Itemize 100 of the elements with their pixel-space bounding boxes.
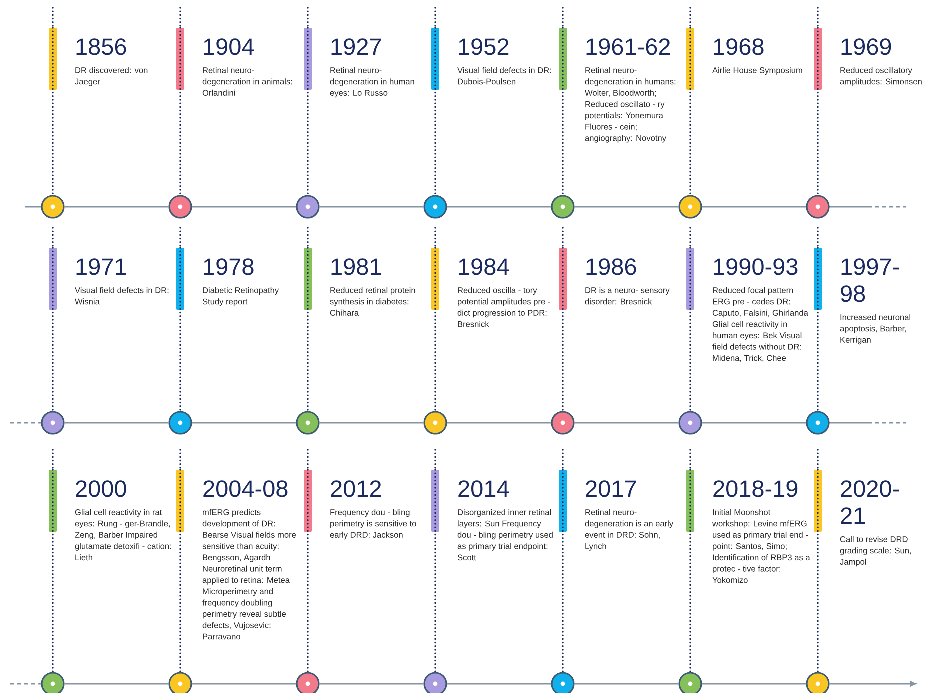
event-description: Reduced oscillatory amplitudes: Simonsen: [840, 67, 922, 86]
year-label: 2017: [586, 480, 636, 498]
timeline-line: [702, 422, 806, 424]
event-description: Retinal neuro- degeneration is an early event in DRD: Sohn, Lynch: [585, 509, 674, 551]
timeline-marker: [296, 195, 320, 219]
year-label: 1986: [586, 258, 636, 276]
event-description: Frequency dou - bling perimetry is sensitive to early DRD: Jackson: [330, 509, 416, 540]
dotted-line: [52, 469, 54, 674]
event-description: Visual field defects in DR: Dubois-Poulsen: [458, 67, 552, 85]
year-label: 1984: [459, 258, 510, 276]
dotted-line: [307, 247, 309, 412]
timeline-marker: [168, 672, 192, 693]
dotted-line: [562, 27, 564, 196]
event-description: Diabetic Retinopathy Study report: [202, 287, 280, 306]
year-label: 1978: [204, 258, 254, 276]
timeline-line: [64, 422, 169, 424]
dotted-line: [817, 27, 819, 196]
timeline-marker: [678, 672, 702, 693]
event-description: Visual field defects in DR: Wisnia: [75, 287, 169, 305]
year-label: 2014: [458, 480, 510, 498]
timeline-marker: [168, 411, 192, 435]
year-label: 2004-08: [204, 480, 288, 498]
dotted-line: [434, 27, 436, 196]
year-label: 2012: [331, 480, 382, 498]
timeline-marker: [806, 195, 830, 219]
timeline-line: [574, 422, 679, 424]
year-label: 1856: [76, 38, 126, 56]
timeline-marker: [806, 411, 830, 435]
timeline-line: [574, 206, 679, 208]
timeline-line: [447, 422, 552, 424]
timeline-marker: [424, 195, 448, 219]
event-description: Retinal neuro- degeneration in humans: Wolter, Bloodworth; Reduced oscillato - ry potentials: Yonemura Fluores - cein; angiography: Novotny: [585, 67, 676, 143]
timeline-marker: [424, 411, 448, 435]
timeline-line: [320, 683, 424, 685]
dotted-line: [817, 469, 819, 674]
timeline-line: [574, 683, 679, 685]
year-label: 2020-21: [841, 480, 900, 524]
event-description: Initial Moonshot workshop: Levine mfERG used as primary trial end - point: Santos, Simo; Identification of RBP3 as a protec - tive factor: Yokomizo: [712, 509, 810, 584]
timeline-line: [320, 206, 424, 208]
dotted-line: [180, 247, 182, 412]
dotted-line: [52, 247, 54, 412]
event-description: DR is a neuro- sensory disorder: Bresnick: [585, 287, 670, 305]
event-description: Disorganized inner retinal layers: Sun Frequency dou - bling perimetry used as primary trial endpoint: Scott: [458, 509, 553, 561]
timeline-line: [702, 206, 806, 208]
event-description: Airlie House Symposium: [712, 67, 802, 76]
year-label: 1990-93: [714, 258, 798, 276]
year-label: 2018-19: [714, 480, 798, 498]
dotted-line: [307, 27, 309, 196]
event-description: DR discovered: von Jaeger: [75, 67, 148, 86]
dotted-line: [562, 247, 564, 412]
timeline-marker: [296, 411, 320, 435]
timeline-line: [64, 683, 169, 685]
timeline-marker: [424, 672, 448, 693]
dotted-line: [434, 469, 436, 674]
event-description: Call to revise DRD grading scale: Sun, Jampol: [840, 536, 912, 567]
dotted-line: [562, 469, 564, 674]
timeline-line: [702, 683, 806, 685]
timeline-marker: [296, 672, 320, 693]
dotted-line: [180, 27, 182, 196]
event-description: Increased neuronal apoptosis, Barber, Kerrigan: [840, 314, 910, 345]
timeline-line: [447, 206, 552, 208]
year-label: 2000: [76, 480, 126, 498]
timeline-marker: [806, 672, 830, 693]
timeline-line: [192, 683, 296, 685]
timeline-marker: [168, 195, 192, 219]
dotted-line: [434, 247, 436, 412]
dotted-line: [307, 469, 309, 674]
timeline-line: [447, 683, 552, 685]
event-description: Reduced oscilla - tory potential amplitudes pre - dict progression to PDR: Bresnick: [458, 287, 550, 328]
year-label: 1981: [332, 258, 382, 276]
year-label: 1927: [332, 38, 382, 56]
event-description: mfERG predicts development of DR: Bearse Visual fields more sensitive than acuity: Bengsson, Agardh Neuroretinal unit term applied to retina: Metea Microperimetry and frequency doubling perimetry reveal subtle defects, Vujosevic: Parravano: [202, 509, 296, 640]
timeline-marker: [41, 411, 65, 435]
timeline-line: [64, 206, 169, 208]
timeline-line: [192, 422, 296, 424]
event-description: Retinal neuro- degeneration in animals: Orlandini: [202, 67, 292, 96]
year-label: 1952: [459, 38, 509, 56]
event-description: Retinal neuro- degeneration in human eyes: Lo Russo: [330, 67, 414, 98]
dotted-line: [690, 247, 692, 412]
year-label: 1904: [204, 38, 254, 56]
timeline-marker: [41, 672, 65, 693]
year-label: 1997-98: [841, 258, 900, 302]
timeline-marker: [551, 195, 575, 219]
event-description: Reduced retinal protein synthesis in diabetes: Chihara: [330, 287, 416, 316]
timeline-marker: [551, 411, 575, 435]
year-label: 1969: [842, 38, 892, 56]
timeline-line: [320, 422, 424, 424]
timeline-marker: [41, 195, 65, 219]
dotted-line: [690, 27, 692, 196]
year-label: 1971: [76, 258, 126, 276]
timeline-arrow: [830, 681, 916, 687]
dotted-line: [817, 247, 819, 412]
timeline-marker: [551, 672, 575, 693]
dotted-line: [52, 27, 54, 196]
dotted-line: [690, 469, 692, 674]
dotted-line: [180, 469, 182, 674]
event-description: Reduced focal pattern ERG pre - cedes DR: Caputo, Falsini, Ghirlanda Glial cell reactivity in human eyes: Bek Visual field defects without DR: Midena, Trick, Chee: [712, 287, 808, 362]
timeline-marker: [678, 411, 702, 435]
year-label: 1968: [714, 38, 764, 56]
timeline-marker: [678, 195, 702, 219]
